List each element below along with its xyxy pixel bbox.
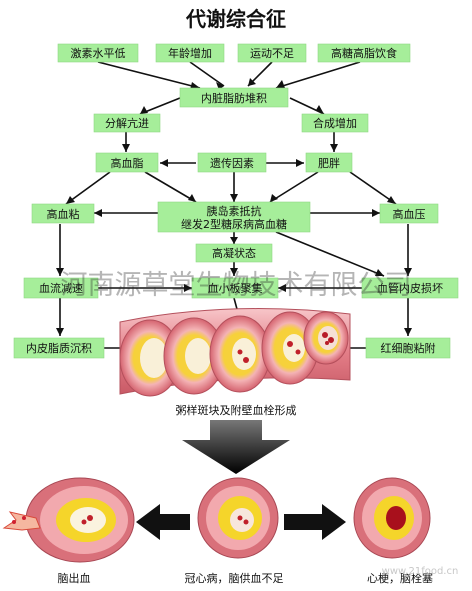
box-viscosity: 高血粘	[31, 203, 95, 224]
node-lipid-deposit: 内皮脂质沉积	[26, 341, 92, 355]
box-hyperlipidemia: 高血脂	[95, 152, 159, 173]
box-obesity: 肥胖	[305, 152, 353, 173]
page-title: 代谢综合征	[185, 7, 286, 31]
box-anabolism: 合成增加	[301, 113, 369, 133]
vessel-ring	[119, 319, 181, 397]
node-obesity: 肥胖	[318, 157, 340, 170]
node-viscosity: 高血粘	[47, 207, 80, 221]
node-rbc-adhesion: 红细胞粘附	[381, 341, 436, 355]
node-slow-flow: 血流减速	[39, 281, 83, 295]
node-hypertension: 高血压	[393, 207, 426, 221]
node-insulin-line1: 胰岛素抵抗	[207, 204, 262, 218]
box-genetics: 遗传因素	[197, 152, 267, 173]
label-coronary: 冠心病，脑供血不足	[185, 571, 284, 585]
vessel-ring	[261, 311, 319, 385]
box-diet: 高糖高脂饮食	[317, 43, 411, 63]
company-watermark: 河南源草堂生物技术有限公司	[61, 270, 412, 301]
site-watermark: www.21food.cn	[382, 566, 459, 577]
box-insulin: 胰岛素抵抗 继发2型糖尿病高血糖	[157, 201, 311, 233]
node-age: 年龄增加	[168, 46, 212, 60]
box-endothelial-damage: 血管内皮损坏	[361, 277, 459, 299]
box-platelet: 血小板聚集	[191, 277, 279, 299]
box-rbc-adhesion: 红细胞粘附	[365, 337, 451, 359]
node-exercise: 运动不足	[250, 47, 294, 60]
node-hypercoagulable: 高凝状态	[212, 246, 256, 260]
box-catabolism: 分解亢进	[93, 113, 161, 133]
node-visceral-fat: 内脏脂肪堆积	[201, 91, 267, 105]
label-hemorrhage: 脑出血	[58, 571, 91, 585]
box-hormone: 激素水平低	[57, 43, 139, 63]
flow-arrows	[59, 61, 409, 351]
left-arrow	[136, 504, 190, 540]
vessel-ring	[209, 315, 271, 393]
right-arrow	[284, 504, 346, 540]
plaque-vessels-illustration	[119, 308, 351, 397]
node-anabolism: 合成增加	[313, 116, 357, 130]
box-slow-flow: 血流减速	[23, 277, 99, 299]
node-hormone: 激素水平低	[71, 46, 126, 60]
label-infarction: 心梗，脑栓塞	[367, 571, 433, 585]
outcome-hemorrhage-vessel	[2, 477, 135, 563]
node-endothelial-damage: 血管内皮损坏	[377, 281, 443, 295]
box-lipid-deposit: 内皮脂质沉积	[13, 337, 105, 359]
box-visceral-fat: 内脏脂肪堆积	[179, 87, 289, 108]
box-exercise: 运动不足	[237, 43, 307, 63]
node-diet: 高糖高脂饮食	[331, 46, 397, 60]
box-hypertension: 高血压	[379, 203, 439, 224]
node-insulin-line2: 继发2型糖尿病高血糖	[181, 217, 287, 231]
vessel-ring-clot	[303, 311, 349, 365]
box-hypercoagulable: 高凝状态	[195, 243, 273, 263]
outcome-coronary-vessel	[197, 477, 279, 559]
node-hyperlipidemia: 高血脂	[111, 156, 144, 170]
big-down-arrow	[182, 420, 290, 474]
plaque-label: 粥样斑块及附壁血栓形成	[176, 403, 297, 417]
node-platelet: 血小板聚集	[208, 281, 263, 295]
box-age: 年龄增加	[155, 43, 225, 63]
node-catabolism: 分解亢进	[105, 116, 149, 130]
node-genetics: 遗传因素	[210, 156, 254, 170]
outcome-infarction-vessel	[353, 477, 431, 559]
